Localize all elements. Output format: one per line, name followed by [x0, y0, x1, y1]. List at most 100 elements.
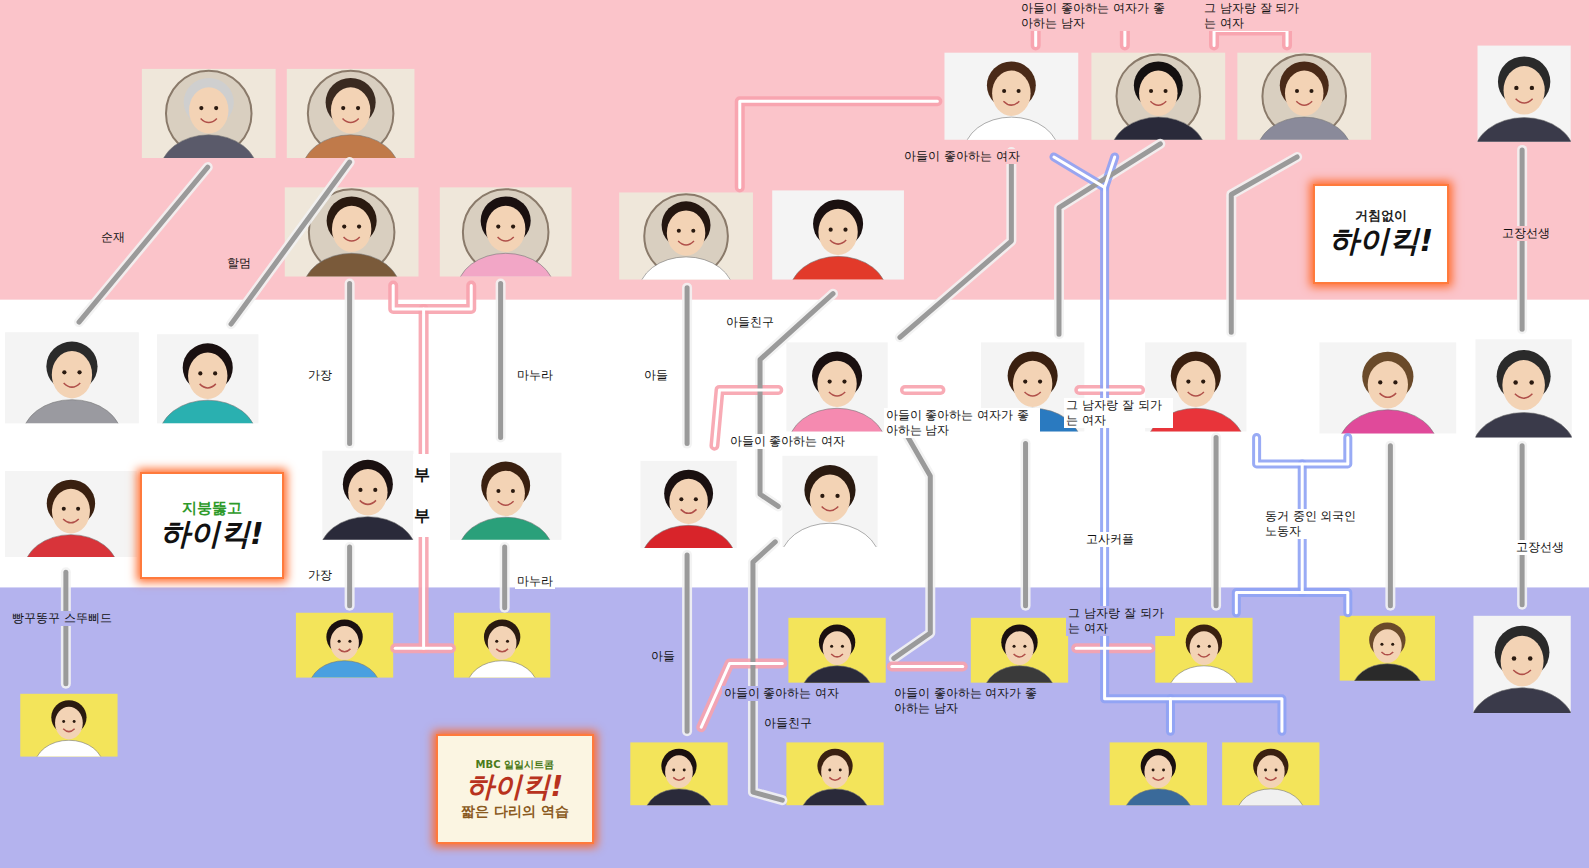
- shoulders: [309, 661, 380, 678]
- face: [823, 631, 852, 665]
- eye: [62, 720, 65, 723]
- mouth: [1025, 392, 1041, 396]
- eye: [1309, 89, 1313, 93]
- portrait-photo: [296, 613, 393, 715]
- eye: [1162, 769, 1165, 772]
- face: [52, 489, 90, 534]
- shoulders: [984, 666, 1055, 683]
- shoulders: [782, 523, 877, 547]
- relation-line: [393, 286, 471, 309]
- face: [810, 475, 850, 522]
- portrait-photo: [780, 456, 880, 599]
- eye: [1380, 643, 1383, 646]
- eye: [691, 229, 695, 233]
- relation-line: [1236, 593, 1347, 613]
- mouth: [344, 237, 360, 241]
- shoulders: [802, 666, 873, 683]
- mouth: [339, 649, 351, 652]
- eye: [1528, 656, 1533, 661]
- mouth: [678, 241, 694, 245]
- face: [1013, 361, 1052, 407]
- shoulders: [159, 400, 256, 423]
- mouth: [830, 240, 846, 244]
- relation-line: [1214, 30, 1287, 45]
- eye: [1264, 769, 1267, 772]
- relation-label: 아들친구: [724, 315, 776, 330]
- eye: [677, 229, 681, 233]
- shoulders: [1257, 117, 1352, 140]
- eye: [357, 225, 361, 229]
- relation-line: [79, 167, 208, 322]
- portrait-photo: [454, 613, 550, 715]
- logo-text: 하이킥!: [1329, 224, 1433, 259]
- face: [330, 626, 359, 660]
- eye: [77, 370, 81, 374]
- portrait-photo: [630, 742, 727, 841]
- relation-label: 아들이 좋아하는 여자가 좋아하는 남자: [884, 408, 1040, 438]
- relation-line: [1214, 438, 1219, 606]
- portrait-photo: [5, 471, 137, 606]
- relation-line: [1388, 446, 1393, 606]
- eye: [1514, 86, 1518, 90]
- portrait-photo: [1110, 742, 1207, 841]
- face: [1005, 631, 1034, 665]
- face: [1139, 71, 1177, 116]
- relation-line: [231, 162, 350, 324]
- relation-label: 아들: [642, 368, 670, 383]
- eye: [820, 494, 824, 498]
- mouth: [63, 519, 79, 523]
- relation-line: [393, 286, 471, 309]
- shoulders: [1237, 789, 1306, 805]
- relation-label: 순재: [99, 230, 127, 245]
- eye: [342, 225, 346, 229]
- shoulders: [1473, 688, 1570, 713]
- relation-line: [1236, 593, 1347, 613]
- relation-line: [395, 647, 451, 650]
- logo-text: 거침없이: [1355, 209, 1407, 224]
- mouth: [1198, 654, 1210, 657]
- eye: [683, 769, 686, 772]
- shoulders: [35, 740, 104, 756]
- portrait-photo: [5, 332, 139, 475]
- eye: [1197, 645, 1200, 648]
- logo-text: 하이킥!: [466, 771, 563, 803]
- shoulders: [302, 135, 399, 158]
- relation-line: [740, 101, 938, 187]
- relation-line: [498, 284, 503, 438]
- face: [52, 351, 92, 398]
- mouth: [681, 509, 697, 513]
- eye: [1208, 645, 1211, 648]
- relation-line: [1211, 438, 1221, 606]
- eye: [1023, 379, 1027, 383]
- relation-label: 아들: [649, 649, 677, 664]
- eye: [841, 645, 844, 648]
- relation-label: 그 남자랑 잘 되가는 여자: [1064, 398, 1173, 428]
- mouth: [1296, 101, 1312, 105]
- logo-text: 하이킥!: [160, 517, 264, 552]
- eye: [1295, 89, 1299, 93]
- face: [332, 206, 371, 252]
- relation-line: [1231, 157, 1297, 332]
- eye: [76, 507, 80, 511]
- relation-line: [685, 555, 690, 731]
- eye: [1186, 379, 1190, 383]
- relation-line: [894, 436, 930, 659]
- relation-label: 가장: [306, 368, 334, 383]
- portrait-photo: [1237, 53, 1371, 190]
- eye: [358, 488, 362, 492]
- mouth: [673, 777, 684, 780]
- relation-line: [1231, 157, 1297, 332]
- portrait-photo: [786, 742, 883, 841]
- shoulders: [467, 661, 538, 678]
- face: [667, 210, 705, 255]
- relation-label: 그 남자랑 잘 되가는 여자: [1202, 1, 1311, 31]
- eye: [1391, 643, 1394, 646]
- mouth: [1014, 654, 1026, 657]
- shoulders: [789, 256, 886, 279]
- relation-line: [61, 572, 71, 683]
- eye: [356, 106, 360, 110]
- shoulders: [322, 517, 413, 540]
- shoulders: [788, 408, 885, 431]
- relation-line: [63, 572, 68, 683]
- relation-line: [900, 152, 1011, 337]
